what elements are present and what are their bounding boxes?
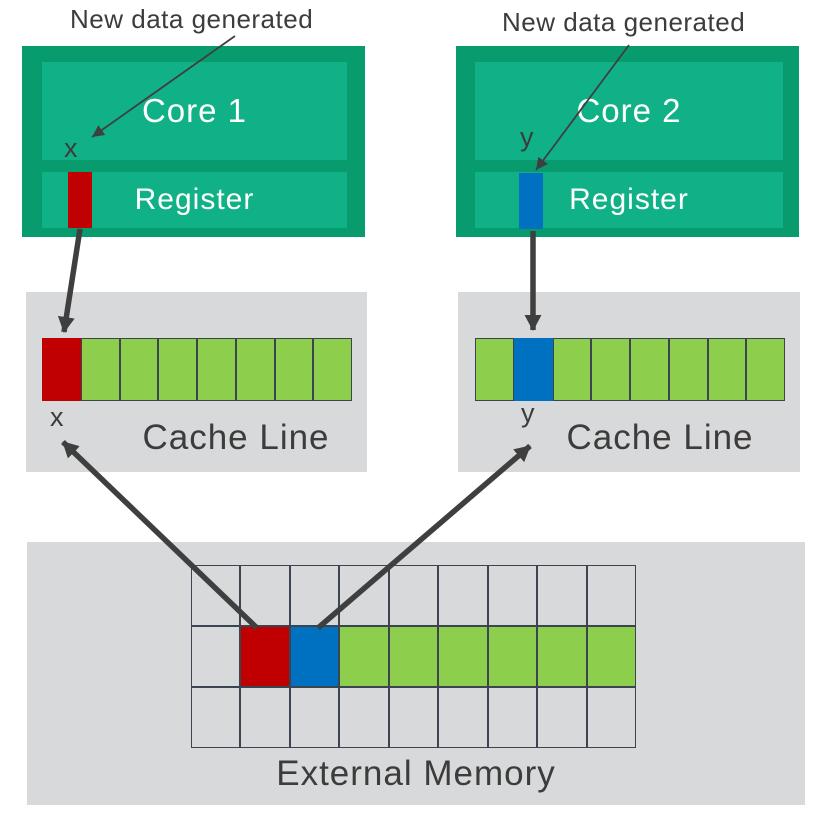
green-cell: [274, 338, 314, 401]
cache-line-left-label: Cache Line: [142, 418, 330, 457]
memory-cell-empty: [537, 687, 587, 748]
green-cell: [668, 338, 708, 401]
green-cell: [475, 338, 514, 401]
var-y-core-label: y: [520, 122, 534, 152]
annotation-new-data-right: New data generated: [502, 7, 746, 37]
red-cell: [42, 338, 81, 401]
memory-cell-empty: [191, 687, 241, 748]
memory-cell-empty: [388, 687, 439, 748]
memory-cell-empty: [240, 687, 290, 748]
memory-cell-empty: [586, 565, 636, 626]
green-cell: [537, 626, 587, 687]
memory-cell-empty: [586, 687, 636, 748]
external-memory-label: External Memory: [276, 754, 556, 793]
register-cell-x: [68, 172, 92, 228]
green-cell: [235, 338, 275, 401]
core1-register-label: Register: [134, 183, 255, 216]
core1-register-box: Register: [42, 172, 347, 228]
green-cell: [313, 338, 352, 401]
green-cell: [80, 338, 120, 401]
memory-cell-empty: [438, 565, 488, 626]
memory-cell-empty: [388, 565, 439, 626]
memory-cell-empty: [339, 565, 389, 626]
cache-line-right-cells: [475, 338, 785, 401]
cache-line-right-label: Cache Line: [566, 418, 754, 457]
green-cell: [586, 626, 636, 687]
green-cell: [487, 626, 538, 687]
core1-box: Core 1: [42, 62, 347, 160]
memory-row-top: [191, 565, 636, 626]
green-cell: [438, 626, 488, 687]
red-cell: [240, 626, 290, 687]
var-x-cache-label: x: [50, 402, 64, 432]
core2-register-label: Register: [569, 183, 689, 216]
memory-row-bottom: [191, 687, 636, 748]
var-x-core-label: x: [64, 133, 78, 163]
memory-cell-empty: [240, 565, 290, 626]
memory-cell-empty: [191, 626, 241, 687]
core2-label: Core 2: [576, 92, 682, 129]
blue-cell: [513, 338, 553, 401]
green-cell: [339, 626, 389, 687]
memory-cell-empty: [438, 687, 488, 748]
green-cell: [746, 338, 785, 401]
green-cell: [591, 338, 630, 401]
memory-row-middle: [191, 626, 636, 687]
memory-cell-empty: [537, 565, 587, 626]
memory-cell-empty: [339, 687, 389, 748]
green-cell: [630, 338, 669, 401]
memory-cell-empty: [191, 565, 241, 626]
var-y-cache-label: y: [521, 398, 535, 428]
green-cell: [552, 338, 592, 401]
external-memory-grid: [191, 565, 636, 748]
memory-cell-empty: [487, 565, 538, 626]
blue-cell: [289, 626, 340, 687]
green-cell: [119, 338, 159, 401]
cache-line-left-cells: [42, 338, 352, 401]
core1-label: Core 1: [141, 92, 248, 129]
green-cell: [707, 338, 747, 401]
memory-cell-empty: [487, 687, 538, 748]
green-cell: [388, 626, 439, 687]
memory-cell-empty: [289, 687, 340, 748]
annotation-new-data-left: New data generated: [70, 4, 314, 34]
memory-cell-empty: [289, 565, 340, 626]
green-cell: [197, 338, 236, 401]
green-cell: [158, 338, 197, 401]
register-cell-y: [519, 173, 543, 229]
